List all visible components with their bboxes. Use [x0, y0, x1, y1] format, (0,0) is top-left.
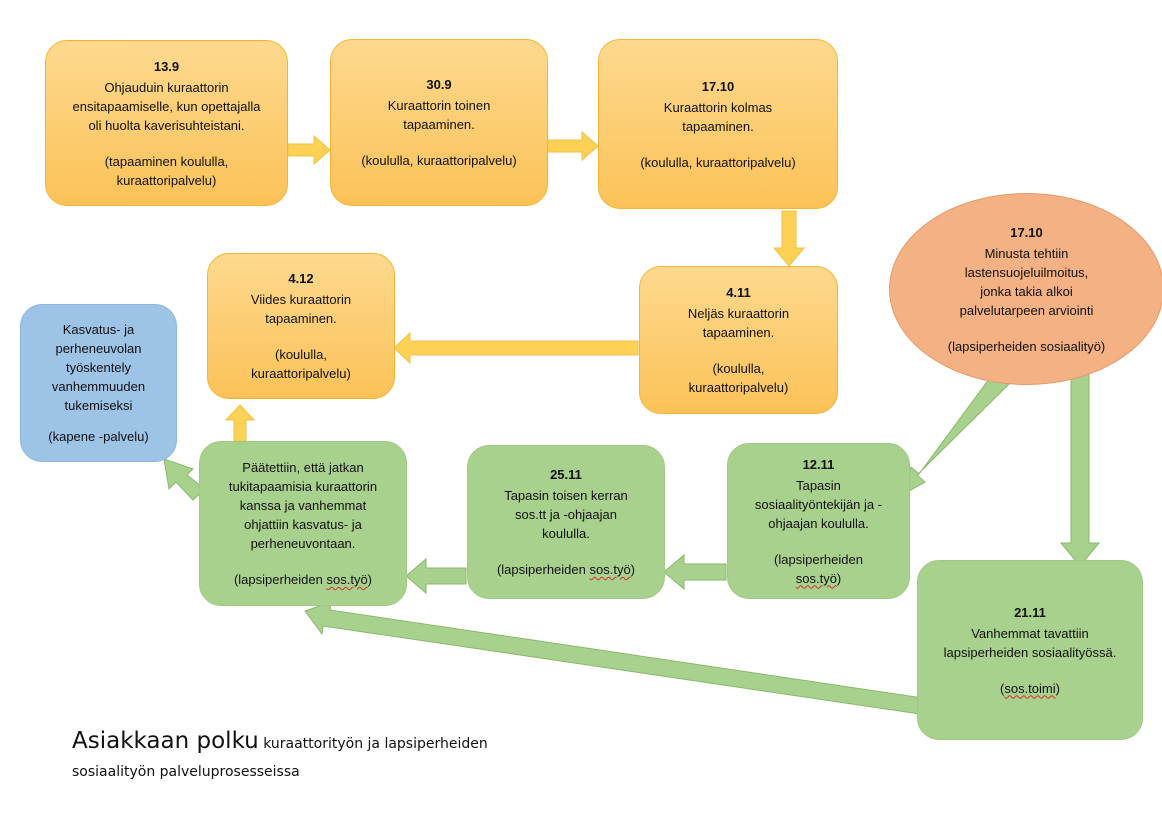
node-text: Kuraattorin kolmas tapaaminen. — [663, 99, 773, 134]
arrow-n9-to-n5 — [224, 404, 256, 442]
arrow-n6-to-n10 — [1059, 371, 1101, 567]
node-text: Päätettiin, että jatkan tukitapaamisia k… — [228, 460, 378, 551]
node-service: (sos.toimi) — [1000, 680, 1060, 696]
node-text: Tapasin sosiaalityöntekijän ja - ohjaaja… — [754, 477, 883, 531]
node-service: (lapsiperheiden sos.työ) — [774, 551, 863, 586]
node-text: Tapasin toisen kerran sos.tt ja -ohjaaja… — [504, 488, 628, 541]
node-date: 21.11 — [1014, 604, 1046, 620]
step-decision-continued-support: Päätettiin, että jatkan tukitapaamisia k… — [199, 441, 407, 606]
node-date: 4.12 — [288, 271, 314, 286]
arrow-n9-to-n11 — [163, 458, 206, 501]
caption-title: Asiakkaan polku — [72, 728, 259, 754]
arrow-n3-to-n4 — [772, 210, 806, 267]
node-service: (lapsiperheiden sosiaalityö) — [947, 338, 1106, 354]
step-17-10-child-welfare-notice: 17.10 Minusta tehtiin lastensuojeluilmoi… — [889, 193, 1162, 385]
node-service: (tapaaminen koululla, kuraattoripalvelu) — [104, 153, 229, 188]
caption-subtitle: kuraattorityön ja lapsiperheiden — [263, 736, 488, 752]
step-12-11-social-worker-meeting: 12.11 Tapasin sosiaalityöntekijän ja - o… — [727, 443, 910, 599]
node-text: Viides kuraattorin tapaaminen. — [250, 292, 352, 326]
step-13-9-first-meeting: 13.9 Ohjauduin kuraattorin ensitapaamise… — [45, 40, 288, 206]
node-text: Kuraattorin toinen tapaaminen. — [387, 98, 491, 132]
node-date: 12.11 — [802, 456, 835, 472]
arrow-n7-to-n8 — [663, 553, 727, 591]
arrow-n4-to-n5 — [393, 331, 639, 365]
step-4-11-fourth-meeting: 4.11 Neljäs kuraattorin tapaaminen. (kou… — [639, 266, 838, 414]
arrow-n8-to-n9 — [405, 557, 467, 595]
node-text: Kasvatus- ja perheneuvolan työskentely v… — [51, 322, 146, 413]
node-text: Neljäs kuraattorin tapaaminen. — [687, 306, 790, 340]
node-service: (koululla, kuraattoripalvelu) — [251, 347, 351, 381]
node-service: (kapene -palvelu) — [48, 429, 149, 444]
arrow-n6-to-n7 — [903, 370, 1010, 496]
step-family-counselling: Kasvatus- ja perheneuvolan työskentely v… — [20, 304, 177, 462]
arrow-n10-to-n9 — [304, 601, 924, 715]
step-4-12-fifth-meeting: 4.12 Viides kuraattorin tapaaminen. (kou… — [207, 253, 395, 399]
step-25-11-second-social-meeting: 25.11 Tapasin toisen kerran sos.tt ja -o… — [467, 445, 665, 599]
node-date: 17.10 — [701, 78, 735, 94]
node-text: Minusta tehtiin lastensuojeluilmoitus, j… — [959, 245, 1094, 318]
node-date: 4.11 — [726, 285, 751, 300]
node-text: Vanhemmat tavattiin lapsiperheiden sosia… — [943, 625, 1117, 660]
node-service: (lapsiperheiden sos.työ) — [496, 562, 636, 577]
node-service: (koululla, kuraattoripalvelu) — [688, 361, 789, 395]
caption-subtitle-line2: sosiaalityön palveluprosesseissa — [72, 764, 300, 780]
step-30-9-second-meeting: 30.9 Kuraattorin toinen tapaaminen. (kou… — [330, 39, 548, 206]
node-date: 25.11 — [550, 467, 582, 482]
step-21-11-parents-meeting: 21.11 Vanhemmat tavattiin lapsiperheiden… — [917, 560, 1143, 740]
step-17-10-third-meeting: 17.10 Kuraattorin kolmas tapaaminen. (ko… — [598, 39, 838, 209]
node-date: 17.10 — [1010, 224, 1043, 240]
node-service: (lapsiperheiden sos.työ) — [233, 572, 373, 587]
diagram-caption: Asiakkaan polku kuraattorityön ja lapsip… — [72, 728, 488, 780]
node-date: 13.9 — [153, 58, 180, 74]
node-text: Ohjauduin kuraattorin ensitapaamiselle, … — [72, 79, 261, 133]
node-date: 30.9 — [426, 77, 452, 92]
node-service: (koululla, kuraattoripalvelu) — [640, 154, 796, 170]
arrow-n1-to-n2 — [287, 134, 331, 166]
node-service: (koululla, kuraattoripalvelu) — [361, 153, 517, 168]
arrow-n2-to-n3 — [547, 130, 599, 162]
